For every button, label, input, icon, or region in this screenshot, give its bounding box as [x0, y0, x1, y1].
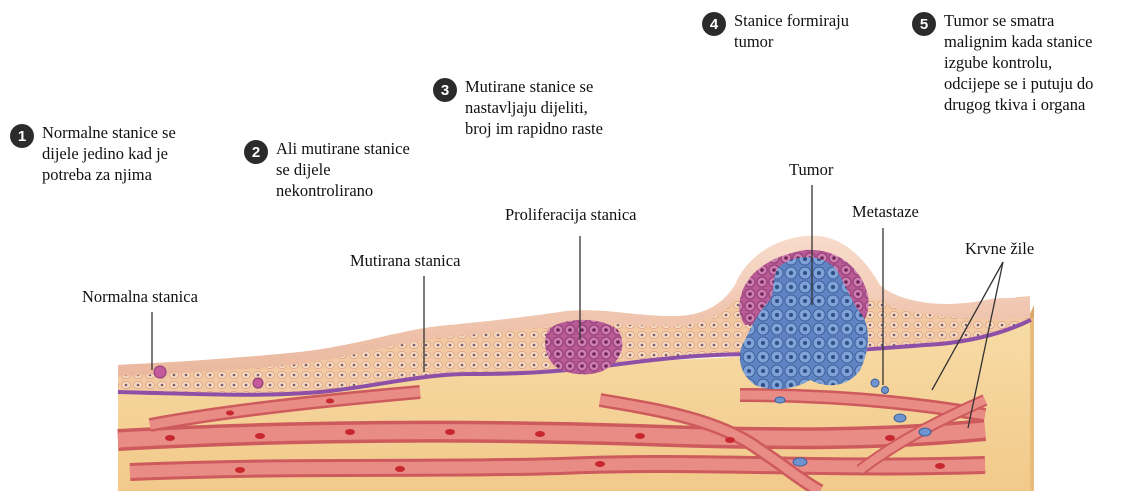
step-4-number: 4	[702, 12, 726, 36]
label-blood-vessels: Krvne žile	[965, 239, 1034, 259]
label-metastases: Metastaze	[852, 202, 919, 222]
step-3-text: Mutirane stanice se nastavljaju dijeliti…	[465, 76, 603, 139]
step-5-text: Tumor se smatra malignim kada stanice iz…	[944, 10, 1093, 115]
mutated-cell-marker	[154, 366, 166, 378]
label-tumor: Tumor	[789, 160, 833, 180]
label-normal-cell: Normalna stanica	[82, 287, 198, 307]
step-2-number: 2	[244, 140, 268, 164]
proliferation-cluster	[545, 320, 622, 375]
step-2-text: Ali mutirane stanice se dijele nekontrol…	[276, 138, 410, 201]
step-5-number: 5	[912, 12, 936, 36]
step-5: 5 Tumor se smatra malignim kada stanice …	[912, 10, 1093, 115]
step-3-number: 3	[433, 78, 457, 102]
step-1-number: 1	[10, 124, 34, 148]
step-1-text: Normalne stanice se dijele jedino kad je…	[42, 122, 176, 185]
label-proliferation: Proliferacija stanica	[505, 205, 636, 225]
step-4-text: Stanice formiraju tumor	[734, 10, 849, 52]
step-2: 2 Ali mutirane stanice se dijele nekontr…	[244, 138, 410, 201]
label-mutated-cell: Mutirana stanica	[350, 251, 460, 271]
step-3: 3 Mutirane stanice se nastavljaju dijeli…	[433, 76, 603, 139]
step-4: 4 Stanice formiraju tumor	[702, 10, 849, 52]
step-1: 1 Normalne stanice se dijele jedino kad …	[10, 122, 176, 185]
